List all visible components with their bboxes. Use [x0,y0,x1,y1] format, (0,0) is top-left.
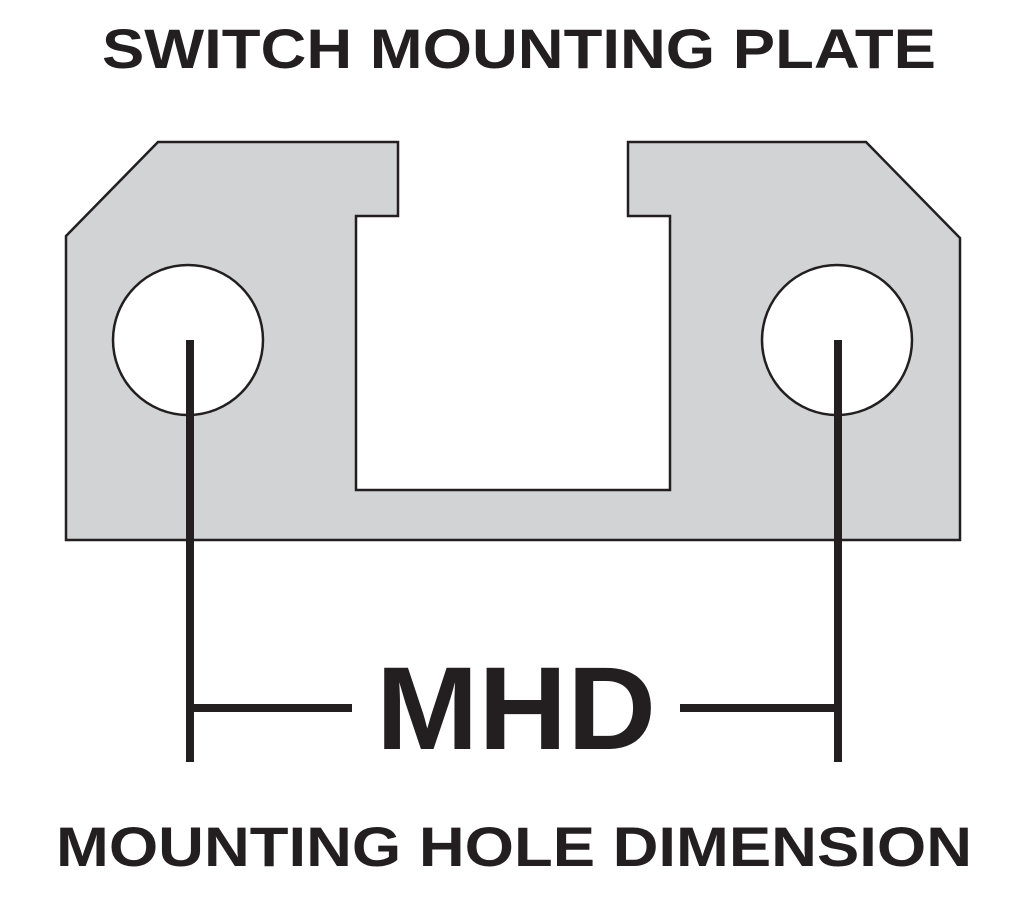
diagram-title: SWITCH MOUNTING PLATE [102,17,936,80]
dimension-label: MHD [376,643,656,775]
mounting-plate [64,140,962,542]
diagram-caption: MOUNTING HOLE DIMENSION [56,815,972,878]
